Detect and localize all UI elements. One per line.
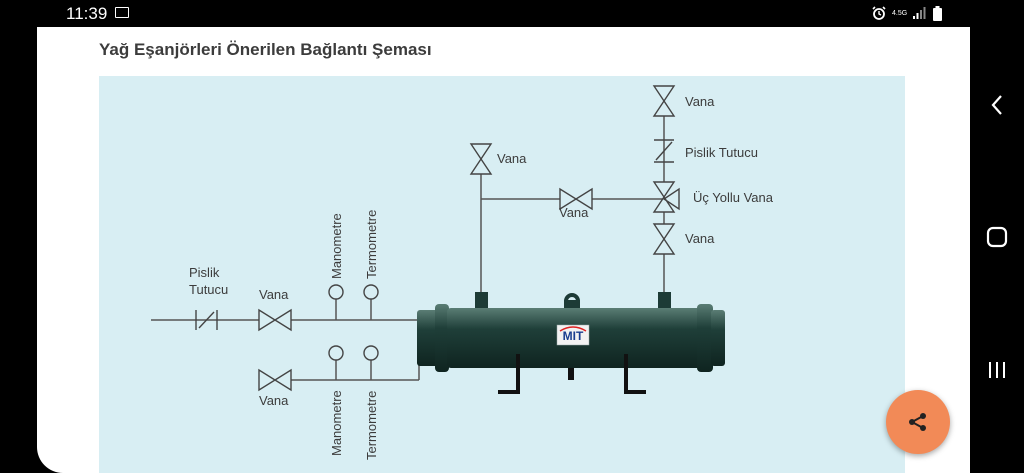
- home-button[interactable]: [982, 222, 1012, 252]
- diagram-svg: MIT: [151, 85, 774, 460]
- label-termometre-bottom: Termometre: [364, 391, 379, 460]
- label-vana-bypass-top: Vana: [497, 151, 527, 166]
- label-vana-bypass-mid: Vana: [559, 205, 589, 220]
- connection-diagram: MIT: [99, 76, 905, 473]
- recents-icon: [989, 362, 1005, 378]
- valve-right-bottom: [652, 223, 676, 255]
- thermometer-top: [363, 284, 379, 300]
- page-content: Yağ Eşanjörleri Önerilen Bağlantı Şeması: [37, 27, 970, 473]
- status-icons: 4.5G: [872, 5, 943, 21]
- thermometer-bottom: [363, 345, 379, 361]
- home-icon: [986, 226, 1008, 248]
- label-pislik-left-2: Tutucu: [189, 282, 228, 297]
- battery-icon: [933, 5, 943, 21]
- label-manometre-top: Manometre: [329, 213, 344, 279]
- label-vana-right-bottom: Vana: [685, 231, 715, 246]
- alarm-icon: [872, 6, 886, 20]
- gallery-icon: [115, 7, 129, 18]
- status-time: 11:39: [66, 4, 108, 23]
- back-icon: [991, 95, 1002, 115]
- signal-icon: [913, 7, 926, 19]
- label-pislik-left-1: Pislik: [189, 265, 220, 280]
- valve-right-top: [652, 85, 676, 117]
- valve-outlet: [258, 368, 292, 392]
- valve-inlet: [258, 308, 292, 332]
- recents-button[interactable]: [982, 355, 1012, 385]
- back-button[interactable]: [982, 90, 1012, 120]
- label-vana-inlet: Vana: [259, 287, 289, 302]
- status-bar: 11:39 4.5G: [0, 0, 970, 27]
- valve-bypass-top: [469, 143, 493, 175]
- label-vana-outlet: Vana: [259, 393, 289, 408]
- navigation-bar: [970, 0, 1024, 473]
- page-title: Yağ Eşanjörleri Önerilen Bağlantı Şeması: [99, 40, 432, 59]
- label-manometre-bottom: Manometre: [329, 390, 344, 456]
- valve-bypass-mid: [559, 187, 593, 211]
- label-uc-yollu-vana: Üç Yollu Vana: [693, 190, 774, 205]
- strainer-left: [195, 310, 218, 330]
- three-way-valve: [652, 181, 680, 213]
- heat-exchanger: MIT: [417, 292, 725, 394]
- share-icon: [909, 413, 926, 431]
- network-icon: 4.5G: [892, 9, 908, 17]
- strainer-right: [654, 139, 674, 163]
- label-vana-right-top: Vana: [685, 94, 715, 109]
- label-pislik-right: Pislik Tutucu: [685, 145, 758, 160]
- manometer-bottom: [328, 345, 344, 361]
- manometer-top: [328, 284, 344, 300]
- mit-logo: MIT: [563, 329, 584, 343]
- label-termometre-top: Termometre: [364, 210, 379, 279]
- share-button[interactable]: [886, 390, 950, 454]
